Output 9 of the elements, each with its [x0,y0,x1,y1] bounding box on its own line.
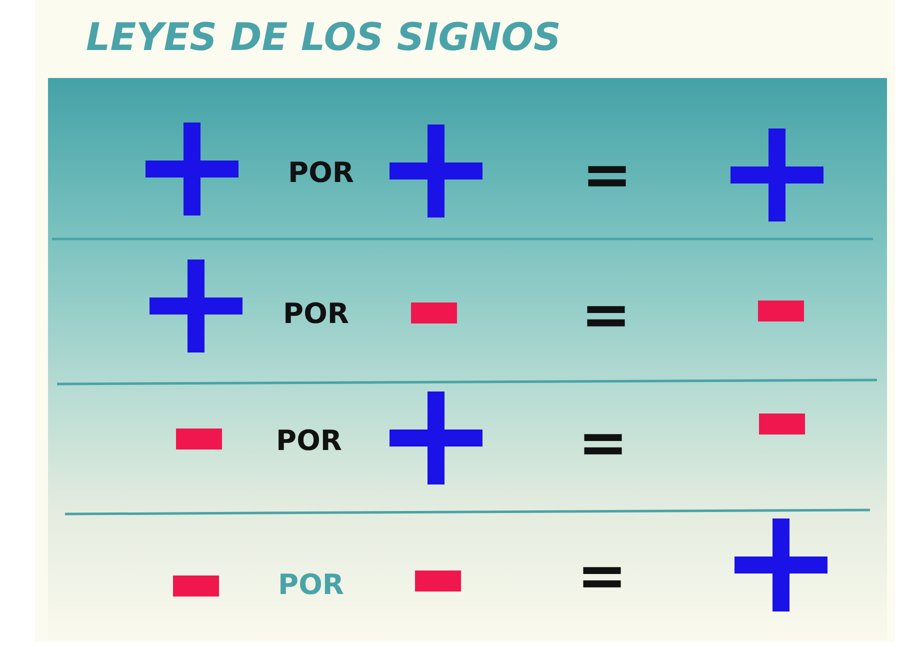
equals-sign: = [582,145,632,205]
title: LEYES DE LOS SIGNOS [86,17,561,59]
equals-sign: = [576,546,628,606]
equals-sign: = [580,285,632,345]
por-word: POR [276,427,342,455]
equals-sign: = [578,413,628,473]
por-word: POR [283,300,349,328]
por-word: POR [288,159,354,187]
por-word: POR [278,571,344,599]
